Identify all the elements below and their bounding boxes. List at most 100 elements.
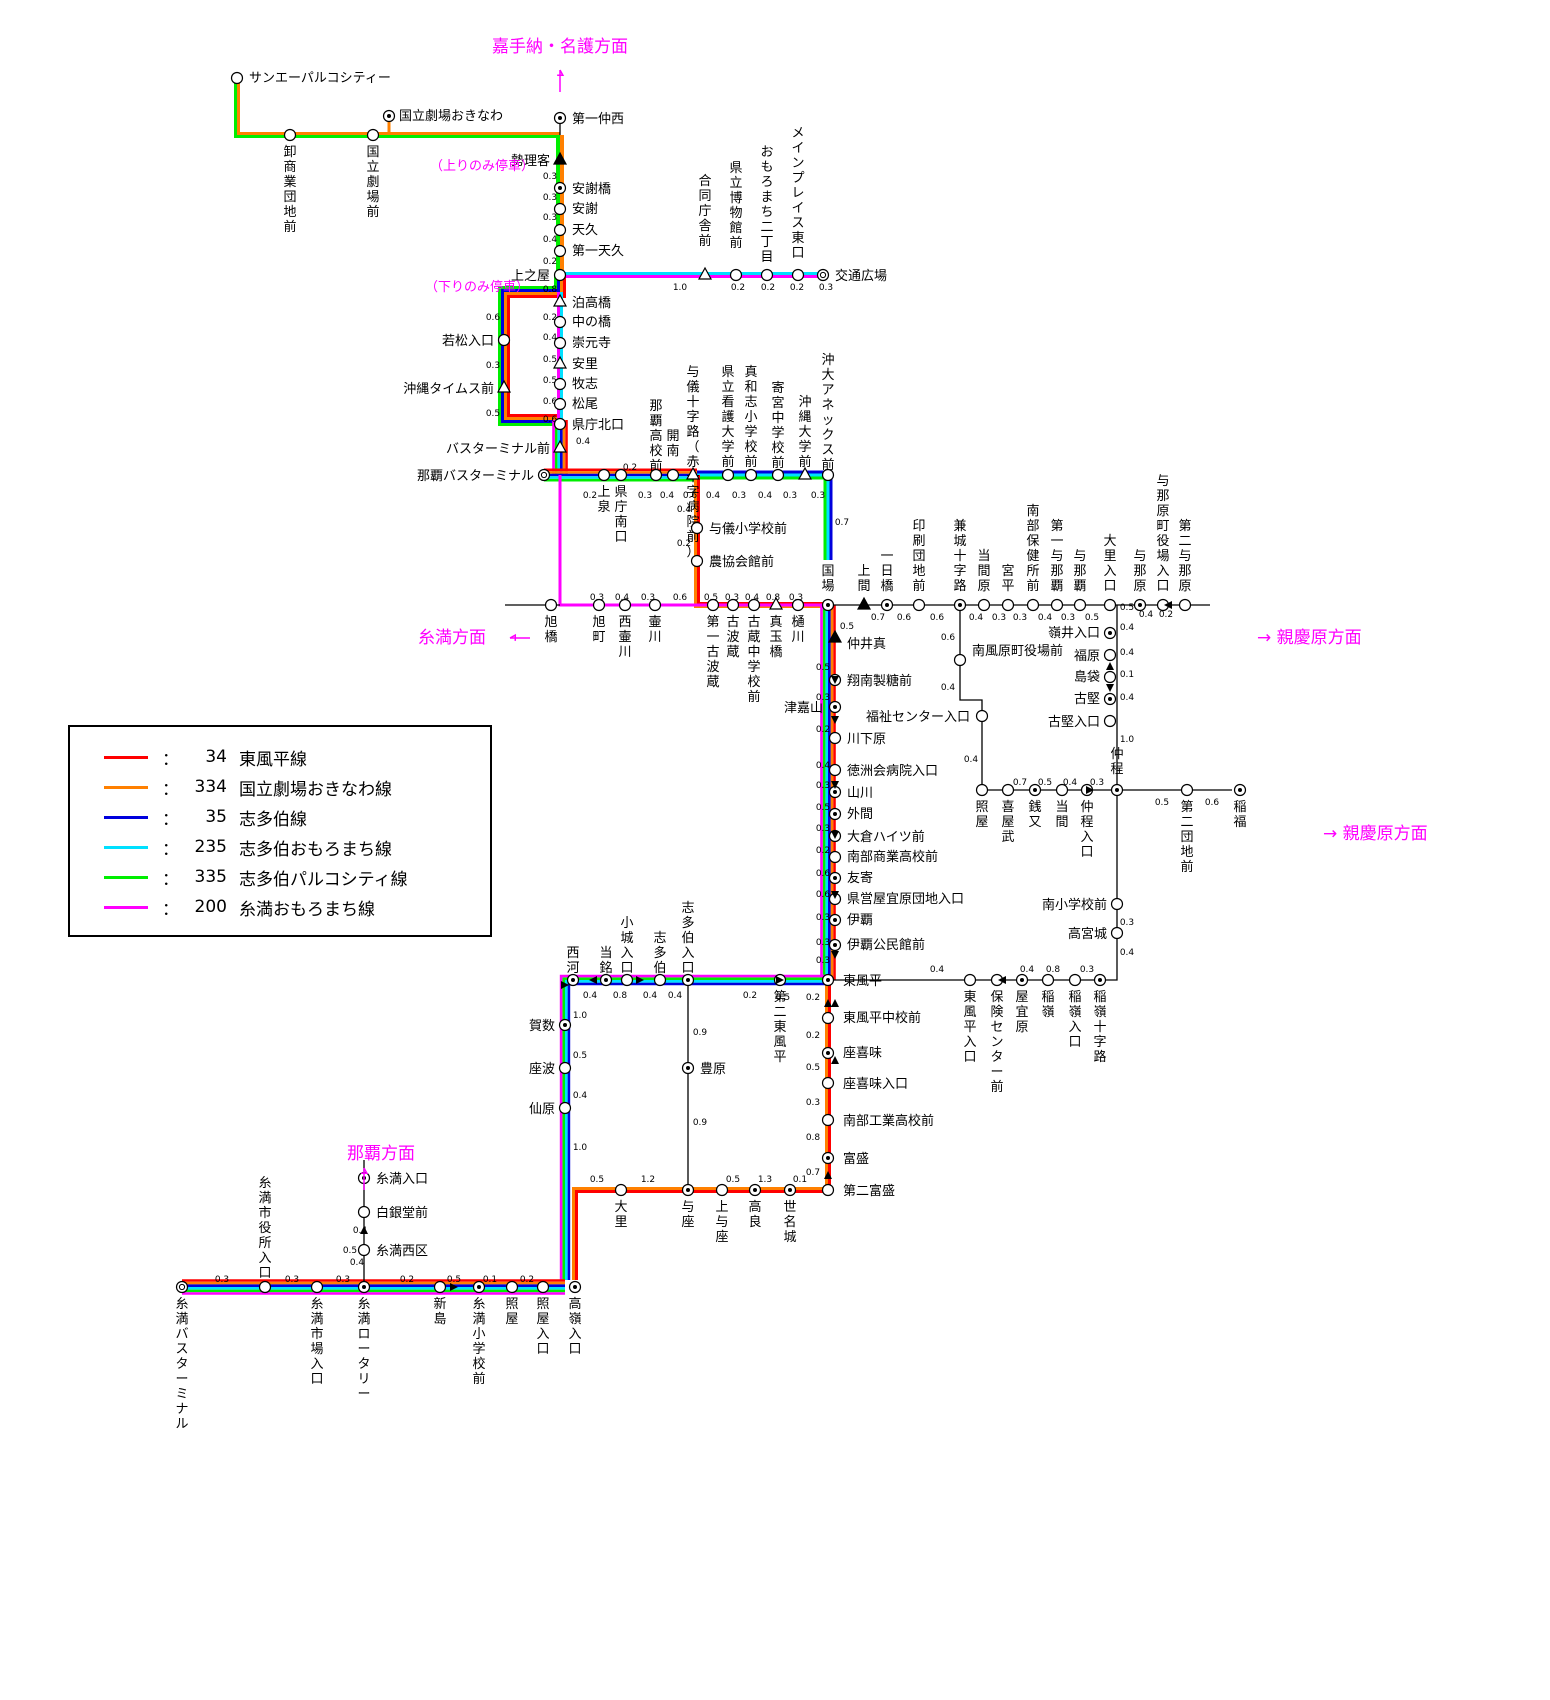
station-label: 小 — [620, 916, 633, 931]
station-label: レ — [791, 186, 804, 201]
distance-label: 0.3 — [1061, 613, 1075, 623]
dot-stop-icon — [833, 876, 837, 880]
dot-stop-icon — [604, 978, 608, 982]
station-label: 口 — [791, 246, 804, 261]
distance-label: 0.5 — [1038, 778, 1052, 788]
station-42-marker — [648, 598, 662, 612]
dot-stop-icon — [477, 1285, 481, 1289]
ring-stop-icon — [178, 1283, 186, 1291]
station-5-marker — [552, 151, 568, 165]
line-wakamatsu-2 — [501, 275, 560, 423]
station-label: 県営屋宜原団地入口 — [847, 892, 964, 907]
station-label: 座喜味入口 — [843, 1077, 908, 1092]
circle-stop-icon — [975, 709, 989, 723]
station-label: 与 — [1073, 549, 1086, 564]
direction-arrow-icon — [1086, 786, 1094, 794]
station-label: 志 — [681, 901, 694, 916]
station-15-marker — [816, 268, 830, 282]
station-label: 館 — [729, 221, 742, 236]
station-label: ン — [791, 156, 804, 171]
distance-label: 0.4 — [745, 593, 760, 603]
circle-stop-icon — [690, 554, 704, 568]
station-label: 旭 — [592, 615, 605, 630]
triangle-stop-icon — [552, 293, 568, 307]
station-label: タ — [357, 1357, 370, 1372]
station-75-marker — [1180, 783, 1194, 797]
station-label: ア — [821, 383, 834, 398]
direction-arrow-icon — [831, 676, 839, 684]
station-label: 古堅 — [1074, 692, 1100, 707]
station-label: 入 — [1103, 564, 1116, 579]
station-118-marker — [681, 1183, 695, 1197]
distance-label: 0.4 — [706, 491, 721, 501]
circle-stop-icon — [433, 1280, 447, 1294]
direction-kadena: 嘉手納・名護方面 — [492, 37, 628, 57]
station-label: 満 — [175, 1312, 188, 1327]
station-label: 与 — [715, 1215, 728, 1230]
station-label: 市 — [258, 1205, 271, 1221]
station-label: 口 — [310, 1372, 323, 1387]
station-65-marker — [1103, 670, 1117, 684]
arrow-head-icon — [831, 1056, 839, 1064]
arrow-head-icon — [831, 676, 839, 684]
station-label: 刷 — [912, 534, 925, 549]
distance-label: 0.6 — [673, 593, 688, 603]
station-39-marker — [544, 598, 558, 612]
distance-label: 0.4 — [816, 761, 831, 771]
circle-stop-icon — [648, 598, 662, 612]
station-label: 与 — [686, 365, 699, 380]
distance-label: 0.5 — [573, 1051, 587, 1061]
distance-label: 0.3 — [789, 593, 803, 603]
station-label: 豊原 — [700, 1062, 726, 1077]
circle-stop-icon — [1103, 670, 1117, 684]
filled-triangle-stop-icon — [827, 629, 843, 643]
distance-label: 0.5 — [590, 1175, 604, 1185]
legend-swatch — [104, 755, 148, 759]
station-label: 島 — [433, 1312, 446, 1327]
station-label: 風 — [963, 1005, 976, 1020]
station-label: 伊覇公民館前 — [847, 937, 925, 953]
distance-label: 0.6 — [816, 890, 831, 900]
station-label: 口 — [963, 1050, 976, 1065]
station-label: 口 — [258, 1266, 271, 1281]
station-120-marker — [568, 1280, 582, 1294]
station-34-marker — [771, 468, 785, 482]
distance-label: 0.3 — [811, 491, 825, 501]
line-parco-b-0 — [237, 78, 560, 135]
station-label: 仲 — [1110, 747, 1123, 762]
station-11-marker — [697, 266, 713, 280]
station-label: プ — [791, 171, 804, 186]
distance-label: 0.5 — [447, 1275, 461, 1285]
station-label: 口 — [681, 961, 694, 976]
dot-stop-icon — [1115, 788, 1119, 792]
station-label: 口 — [1103, 579, 1116, 594]
legend-swatch — [104, 845, 148, 849]
arrow-head-icon — [1106, 684, 1114, 692]
station-label: ス — [821, 443, 834, 458]
circle-stop-icon — [1055, 783, 1069, 797]
distance-label: 0.5 — [816, 803, 830, 813]
station-label: 東 — [963, 989, 976, 1005]
circle-stop-icon — [666, 468, 680, 482]
distance-label: 0.9 — [693, 1028, 708, 1038]
distance-label: 0.1 — [793, 1175, 807, 1185]
station-label: 屋 — [1001, 815, 1014, 830]
station-49-marker — [856, 596, 872, 610]
station-label: 十 — [686, 395, 699, 410]
station-label: 伊覇 — [847, 913, 873, 928]
distance-label: 0.5 — [840, 622, 854, 632]
triangle-stop-icon — [685, 466, 701, 480]
station-29-marker — [649, 468, 663, 482]
station-label: 泊高橋 — [572, 295, 611, 311]
station-label: 多 — [681, 915, 694, 931]
station-110-marker — [821, 1076, 835, 1090]
distance-label: 0.3 — [285, 1275, 299, 1285]
station-label: 入 — [568, 1327, 581, 1342]
station-81-marker — [1041, 973, 1055, 987]
distance-label: 1.0 — [573, 1143, 588, 1153]
station-label: 南 — [614, 514, 627, 530]
station-label: 第一天久 — [572, 244, 624, 259]
station-label: 東風平中校前 — [843, 1010, 921, 1026]
direction-arrow-icon — [1106, 662, 1114, 670]
circle-stop-icon — [536, 1280, 550, 1294]
